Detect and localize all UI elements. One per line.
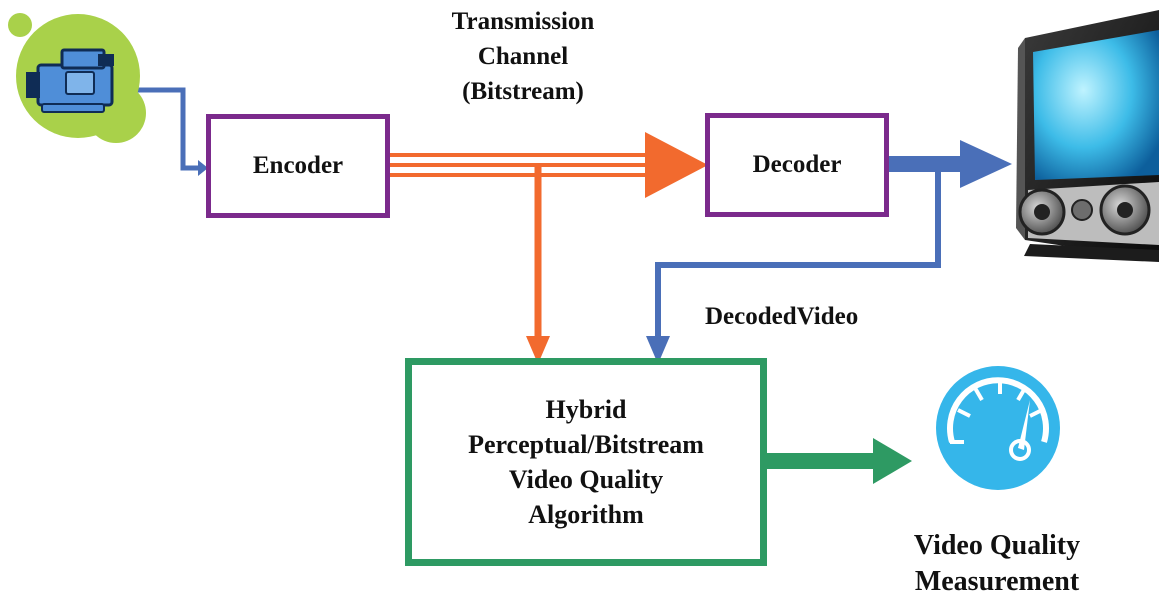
decoded-video-arrow <box>655 164 941 338</box>
decoder-box: Decoder <box>705 113 889 217</box>
algorithm-label-line: Perceptual/Bitstream <box>468 430 704 459</box>
encoder-box: Encoder <box>206 114 390 218</box>
algorithm-box: Hybrid Perceptual/Bitstream Video Qualit… <box>405 358 767 566</box>
algorithm-label-line: Video Quality <box>508 465 664 494</box>
decoder-to-monitor-arrow <box>887 156 967 172</box>
output-label-line: Video Quality <box>913 530 1081 561</box>
algorithm-to-output-arrowhead <box>873 438 912 484</box>
bitstream-tap-arrowhead <box>526 336 550 364</box>
bitstream-arrow <box>388 132 708 198</box>
decoder-label: Decoder <box>752 151 842 178</box>
camera-to-encoder-arrowhead <box>198 160 208 176</box>
output-label-line: Measurement <box>914 566 1080 597</box>
algorithm-label: Hybrid Perceptual/Bitstream Video Qualit… <box>468 392 704 532</box>
encoder-label: Encoder <box>252 152 344 179</box>
decoded-video-label: DecodedVideo <box>705 303 859 330</box>
output-label: Video Quality Measurement <box>880 528 1114 600</box>
decoder-to-monitor-arrowhead <box>960 140 1012 188</box>
channel-label: Transmission Channel (Bitstream) <box>405 4 641 109</box>
speedometer-icon <box>936 366 1060 490</box>
monitor-icon <box>1016 10 1159 262</box>
algorithm-label-line: Algorithm <box>528 500 644 529</box>
algorithm-to-output-arrow <box>765 453 880 469</box>
camera-to-encoder-arrow <box>135 87 198 171</box>
decoded-video-arrowhead <box>646 336 670 364</box>
channel-label-line: (Bitstream) <box>462 78 584 105</box>
algorithm-label-line: Hybrid <box>545 395 627 424</box>
channel-label-line: Channel <box>477 43 569 70</box>
video-camera-icon <box>8 13 146 143</box>
channel-label-line: Transmission <box>451 8 595 35</box>
